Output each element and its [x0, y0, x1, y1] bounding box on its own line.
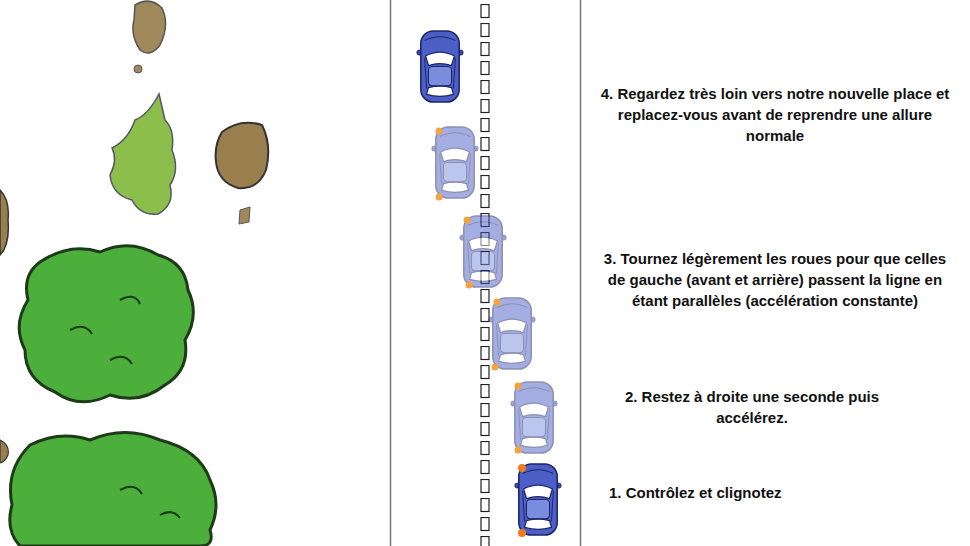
car-ghost: [489, 298, 535, 369]
roadside-vegetation: [0, 1, 268, 546]
car-ghost: [460, 216, 506, 287]
car-final: [417, 31, 463, 102]
car-ghost: [511, 382, 557, 453]
car-start: [515, 464, 561, 535]
cars: [417, 31, 561, 535]
instruction-step: 3. Tournez légèrement les roues pour que…: [600, 248, 950, 311]
blinker-lights: [436, 128, 527, 538]
instruction-step: 2. Restez à droite une seconde puis accé…: [597, 386, 907, 428]
instruction-step: 4. Regardez très loin vers notre nouvell…: [600, 83, 950, 146]
car-ghost: [432, 127, 478, 198]
instruction-step: 1. Contrôlez et clignotez: [609, 482, 909, 503]
road: [391, 0, 581, 546]
